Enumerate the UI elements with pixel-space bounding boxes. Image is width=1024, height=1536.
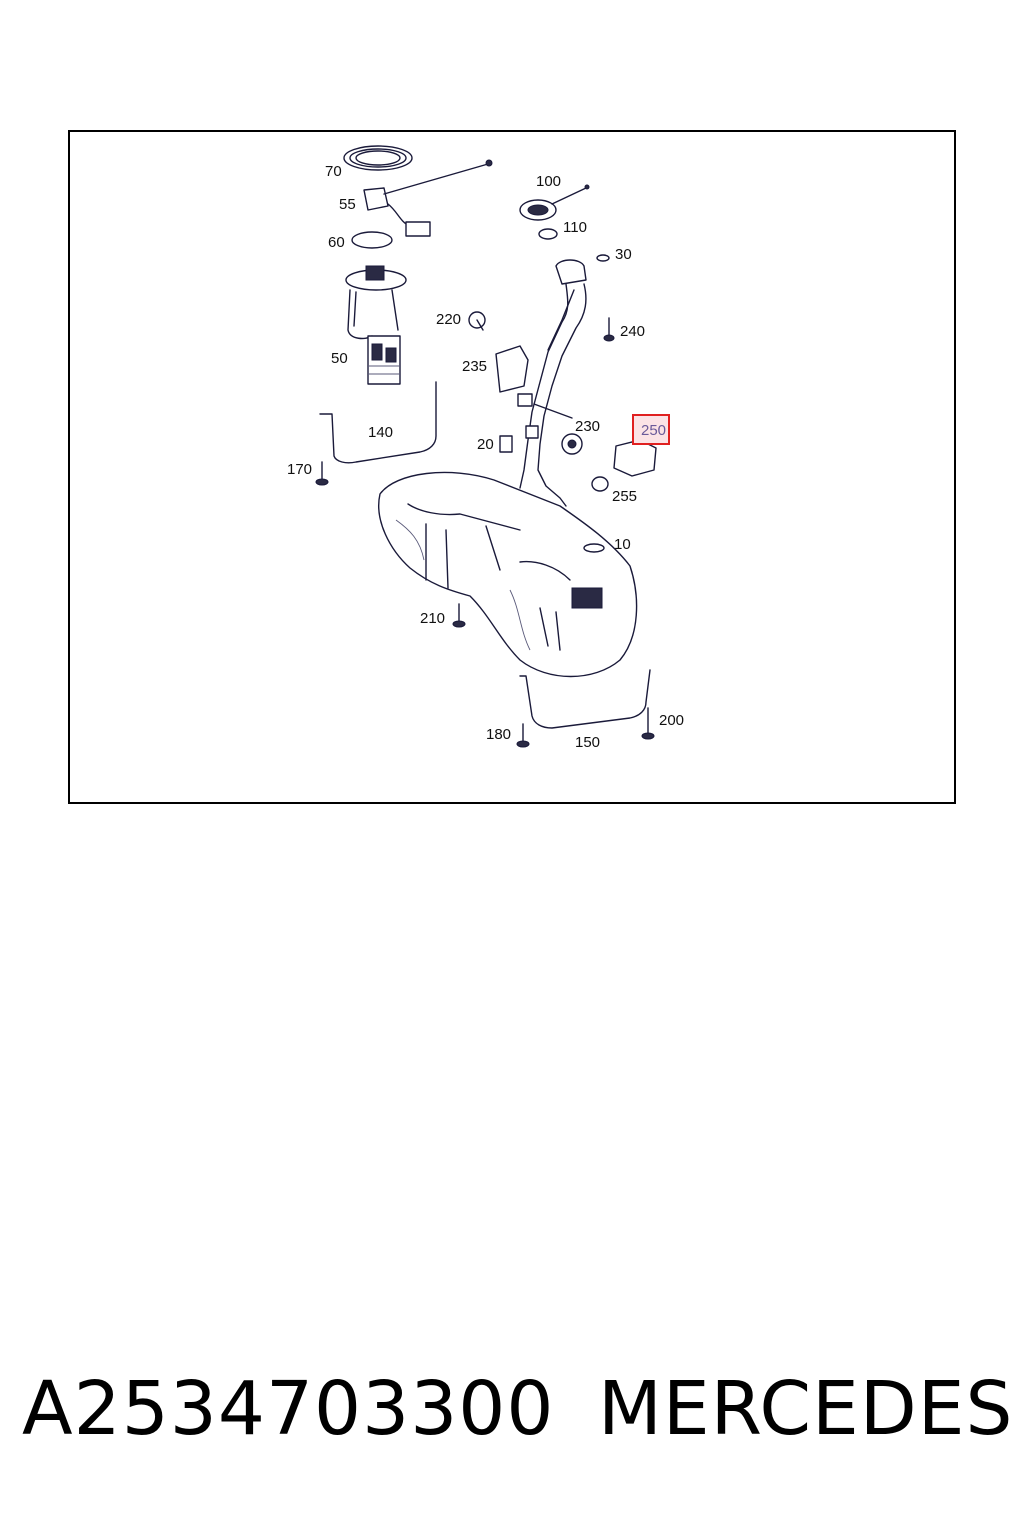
callout-55: 55 xyxy=(339,196,356,213)
part-50-fuel-pump xyxy=(345,265,407,385)
part-210-bolt xyxy=(452,603,466,628)
part-240-bolt xyxy=(603,317,615,342)
callout-150: 150 xyxy=(575,734,601,751)
callout-30: 30 xyxy=(615,246,632,263)
callout-235: 235 xyxy=(462,358,488,375)
part-60-o-ring xyxy=(351,231,393,249)
part-235-shield xyxy=(495,345,529,393)
callout-240: 240 xyxy=(620,323,646,340)
part-230-grommet xyxy=(561,433,583,455)
callout-200: 200 xyxy=(659,712,685,729)
part-10-fuel-tank xyxy=(378,471,638,678)
callout-230: 230 xyxy=(575,418,601,435)
part-200-bolt xyxy=(641,707,655,740)
callout-220: 220 xyxy=(436,311,462,328)
brand-name: MERCEDES xyxy=(598,1366,1014,1452)
part-170-bolt xyxy=(315,461,329,486)
part-100-filler-cap xyxy=(519,184,590,221)
part-filler-neck-pipe xyxy=(517,259,587,507)
part-55-level-sender xyxy=(363,159,493,237)
part-110-ring xyxy=(538,228,558,240)
callout-20: 20 xyxy=(477,436,494,453)
part-20-plug xyxy=(499,435,513,453)
callout-110: 110 xyxy=(563,219,587,236)
part-30-washer xyxy=(596,254,610,262)
callout-70: 70 xyxy=(325,163,342,180)
diagram-frame xyxy=(68,130,956,804)
part-150-strap xyxy=(519,669,651,729)
part-number: A2534703300 xyxy=(22,1366,555,1452)
callout-210: 210 xyxy=(420,610,446,627)
callout-140: 140 xyxy=(368,424,394,441)
part-180-bolt xyxy=(516,723,530,748)
part-70-ring xyxy=(343,145,413,171)
callout-10: 10 xyxy=(614,536,631,553)
callout-255: 255 xyxy=(612,488,638,505)
callout-170: 170 xyxy=(287,461,313,478)
callout-100: 100 xyxy=(536,173,562,190)
callout-180: 180 xyxy=(486,726,512,743)
part-250-bracket xyxy=(613,439,657,477)
callout-60: 60 xyxy=(328,234,345,251)
callout-50: 50 xyxy=(331,350,348,367)
part-255-grommet xyxy=(591,476,609,492)
callout-250-highlighted: 250 xyxy=(632,414,671,445)
part-220-grommet xyxy=(468,311,486,331)
part-140-strap xyxy=(319,381,437,464)
